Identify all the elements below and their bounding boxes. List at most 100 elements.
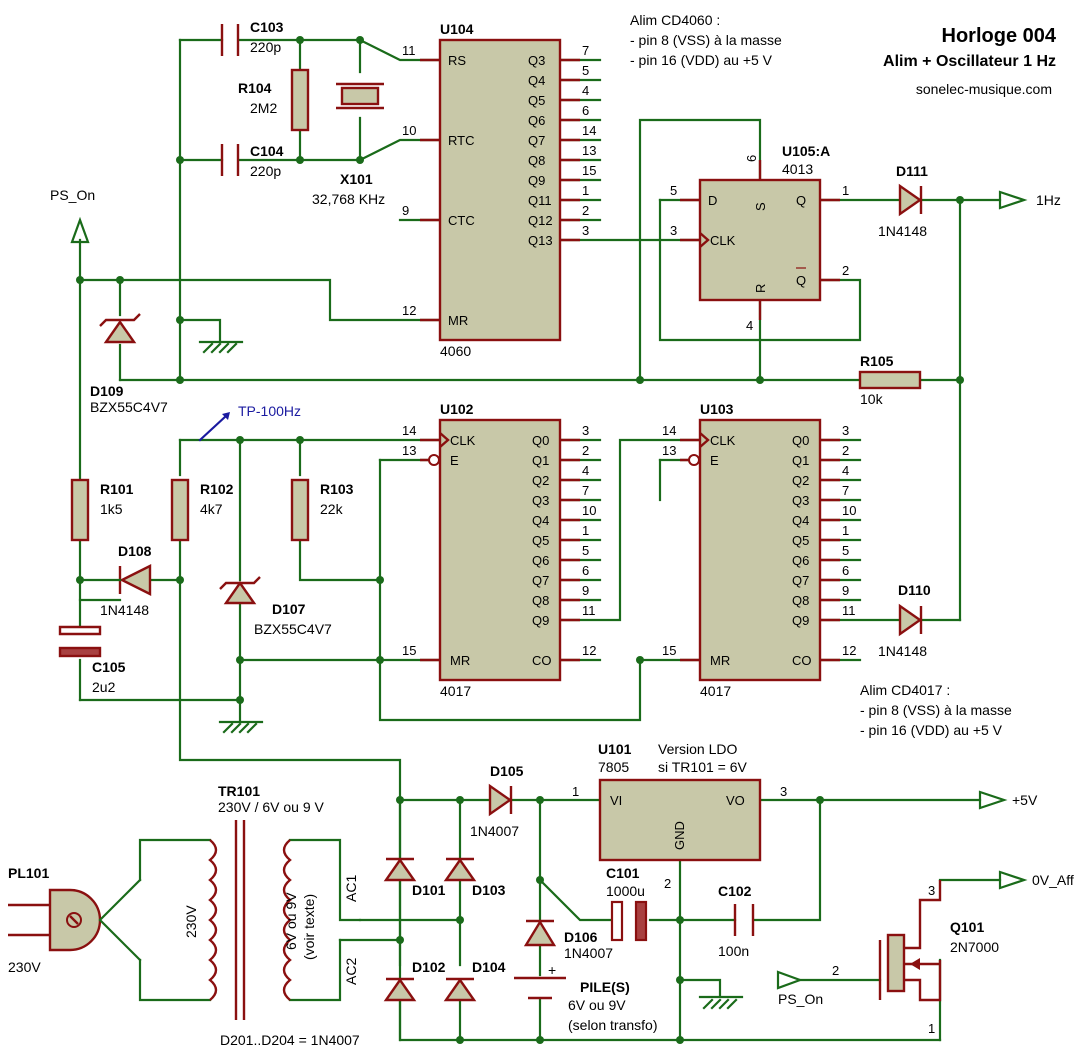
label-text: AC2 bbox=[343, 958, 359, 985]
battery-pile: + PILE(S) 6V ou 9V (selon transfo) bbox=[514, 962, 657, 1033]
label-text: 230V / 6V ou 9 V bbox=[218, 799, 325, 815]
label-text: D104 bbox=[472, 959, 506, 975]
resistor-r102: R102 4k7 bbox=[170, 478, 234, 542]
title-main: Horloge 004 bbox=[942, 25, 1057, 47]
label-text: AC1 bbox=[343, 875, 359, 902]
pin-number: 1 bbox=[842, 523, 849, 538]
pin-name: Q8 bbox=[532, 593, 549, 608]
pin-name: CO bbox=[792, 653, 812, 668]
label-text: 4017 bbox=[440, 683, 471, 699]
label-text: R103 bbox=[320, 481, 354, 497]
pin-name: Q1 bbox=[532, 453, 549, 468]
pin-name: Q0 bbox=[532, 433, 549, 448]
label-text: D101 bbox=[412, 882, 446, 898]
pin-name: Q0 bbox=[792, 433, 809, 448]
pin-number: 15 bbox=[582, 163, 596, 178]
pin-name: Q6 bbox=[528, 113, 545, 128]
pin-name: Q12 bbox=[528, 213, 553, 228]
label-text: 6 bbox=[744, 155, 759, 162]
port-5v: +5V bbox=[978, 790, 1038, 810]
label-text: S bbox=[753, 202, 768, 211]
label-text: PL101 bbox=[8, 865, 49, 881]
pin-name: Q11 bbox=[528, 193, 552, 208]
note-ldo-2: si TR101 = 6V bbox=[658, 759, 748, 775]
label-text: VI bbox=[610, 793, 622, 808]
label-text: R bbox=[753, 284, 768, 293]
note-cd4060-1: Alim CD4060 : bbox=[630, 12, 720, 28]
label-text: 2u2 bbox=[92, 679, 116, 695]
pin-name: RS bbox=[448, 53, 466, 68]
pin-name: Q7 bbox=[792, 573, 809, 588]
pin-name: Q7 bbox=[532, 573, 549, 588]
label-text: PILE(S) bbox=[580, 979, 630, 995]
label-text: VO bbox=[726, 793, 745, 808]
label-text: D103 bbox=[472, 882, 506, 898]
pin-name: CLK bbox=[710, 433, 736, 448]
pin-number: 11 bbox=[402, 43, 416, 58]
diode-d103: D103 bbox=[443, 857, 506, 898]
label-text: 1 bbox=[928, 1021, 935, 1036]
pin-name: Q9 bbox=[532, 613, 549, 628]
label-text: 1N4007 bbox=[470, 823, 519, 839]
pin-number: 10 bbox=[842, 503, 856, 518]
label-text: 7805 bbox=[598, 759, 629, 775]
pin-number: 9 bbox=[842, 583, 849, 598]
label-text: 100n bbox=[718, 943, 749, 959]
label-text: D bbox=[708, 193, 717, 208]
pin-number: 9 bbox=[582, 583, 589, 598]
test-point-tp100hz: TP-100Hz bbox=[198, 403, 301, 442]
pin-number: 14 bbox=[402, 423, 416, 438]
pin-number: 10 bbox=[402, 123, 416, 138]
pin-name: Q4 bbox=[532, 513, 549, 528]
label-text: 2M2 bbox=[250, 100, 277, 116]
pin-name: Q2 bbox=[532, 473, 549, 488]
pin-name: E bbox=[450, 453, 459, 468]
capacitor-c104: C104 220p bbox=[220, 143, 284, 179]
pin-name: Q5 bbox=[792, 533, 809, 548]
diode-d101: D101 bbox=[383, 857, 446, 898]
label-text: C103 bbox=[250, 19, 284, 35]
label-text: D110 bbox=[898, 582, 931, 598]
pin-name: E bbox=[710, 453, 719, 468]
label-text: 6V ou 9V bbox=[283, 892, 299, 950]
label-text: D102 bbox=[412, 959, 446, 975]
pin-number: 2 bbox=[842, 443, 849, 458]
pin-number: 1 bbox=[582, 523, 589, 538]
note-cd4017-2: - pin 8 (VSS) à la masse bbox=[860, 702, 1012, 718]
ic-u104: U104 4060 11RS10RTC9CTC12MRQ37Q45Q54Q66Q… bbox=[402, 21, 596, 359]
label-text: + bbox=[548, 962, 556, 978]
port-1hz: 1Hz bbox=[998, 190, 1061, 210]
port-0v-aff: 0V_Aff bbox=[998, 870, 1074, 890]
crystal-x101: X101 32,768 KHz bbox=[312, 82, 385, 207]
pin-name: Q1 bbox=[792, 453, 809, 468]
note-ldo-1: Version LDO bbox=[658, 741, 737, 757]
label-text: 1N4148 bbox=[878, 643, 927, 659]
port-ps-on-bottom: PS_On bbox=[776, 970, 823, 1007]
pin-number: 14 bbox=[582, 123, 596, 138]
pin-number: 6 bbox=[842, 563, 849, 578]
label-text: R101 bbox=[100, 481, 134, 497]
label-text: 3 bbox=[928, 883, 935, 898]
label-text: 1N4148 bbox=[100, 602, 149, 618]
pin-name: CO bbox=[532, 653, 552, 668]
pin-number: 1 bbox=[582, 183, 589, 198]
pin-number: 2 bbox=[582, 443, 589, 458]
label-text: D109 bbox=[90, 383, 124, 399]
label-text: 2 bbox=[832, 963, 839, 978]
pin-number: 7 bbox=[582, 43, 589, 58]
label-text: 32,768 KHz bbox=[312, 191, 385, 207]
label-text: Q bbox=[796, 273, 806, 288]
pin-name: MR bbox=[450, 653, 470, 668]
pin-name: Q5 bbox=[528, 93, 545, 108]
note-cd4060-2: - pin 8 (VSS) à la masse bbox=[630, 32, 782, 48]
label-text: 22k bbox=[320, 501, 344, 517]
label-text: 5 bbox=[670, 183, 677, 198]
label-text: 2N7000 bbox=[950, 939, 999, 955]
label-text: C101 bbox=[606, 865, 640, 881]
diode-d106: D106 1N4007 bbox=[523, 919, 613, 961]
label-text: 1N4007 bbox=[564, 945, 613, 961]
label-text: R105 bbox=[860, 353, 894, 369]
label-text: U105:A bbox=[782, 143, 830, 159]
